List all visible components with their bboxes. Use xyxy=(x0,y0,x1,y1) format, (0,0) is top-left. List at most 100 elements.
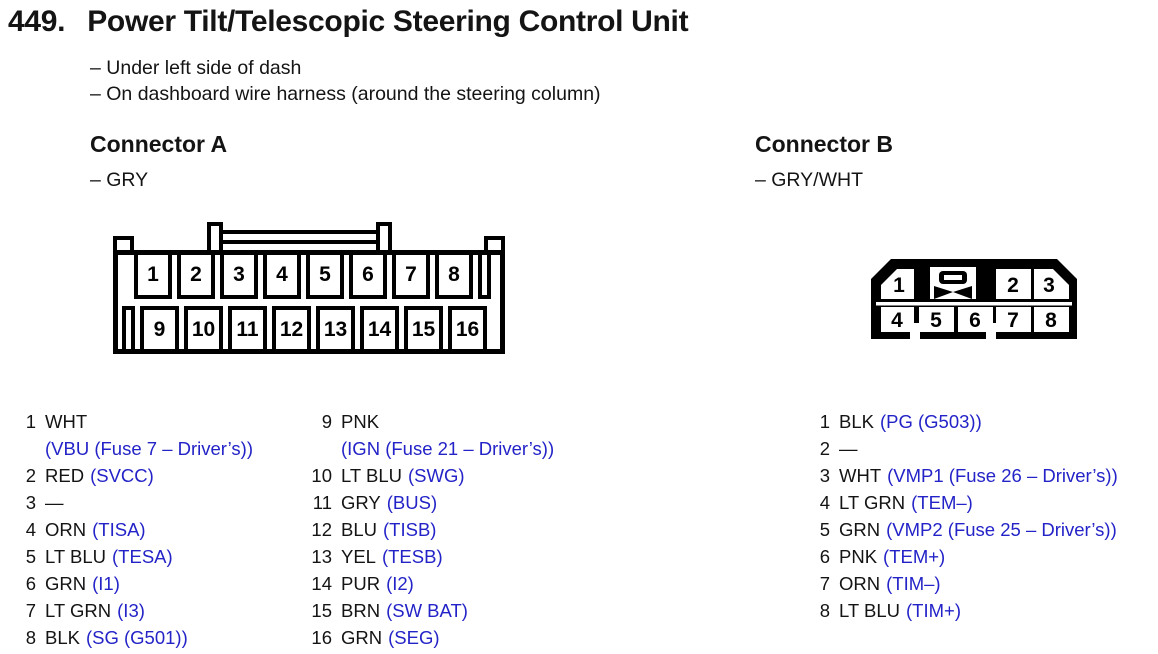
keyway-slot-inner xyxy=(944,275,962,280)
connector-b-housing-color: – GRY/WHT xyxy=(755,169,863,191)
pin-number: 5 xyxy=(819,519,830,540)
connector-a-corner-tab xyxy=(113,236,134,250)
wire-color: PUR xyxy=(341,573,381,594)
signal-name: (TEM+) xyxy=(883,546,946,567)
connector-a-heading-block: Connector A – GRY xyxy=(90,131,227,192)
housing-notch xyxy=(986,323,996,339)
pin-cavity-number: 5 xyxy=(930,309,942,332)
pin-cavity: 10 xyxy=(184,306,223,349)
pin-number: 3 xyxy=(25,492,36,513)
pin-cavity: 14 xyxy=(360,306,399,349)
pin-cavity: 11 xyxy=(228,306,267,349)
pin-number: 15 xyxy=(311,600,332,621)
pin-cavity-number: 3 xyxy=(1043,274,1055,297)
wire-color: LT BLU xyxy=(341,465,403,486)
pin-number: 7 xyxy=(819,573,830,594)
pin-row: 5 GRN(VMP2 (Fuse 25 – Driver’s)) xyxy=(816,516,1118,543)
pin-number: 4 xyxy=(25,519,36,540)
signal-name: (TIM+) xyxy=(906,600,961,621)
pin-number: 7 xyxy=(25,600,36,621)
signal-name: (TEM–) xyxy=(911,492,973,513)
signal-name: (TISA) xyxy=(92,519,146,540)
pin-row: 3— xyxy=(22,489,253,516)
pin-cavity xyxy=(919,307,954,332)
connector-b-row-divider xyxy=(876,302,1072,306)
pin-number: 10 xyxy=(311,465,332,486)
pin-cavity xyxy=(996,269,1031,299)
pin-row: 6 PNK(TEM+) xyxy=(816,543,1118,570)
wire-color: GRN xyxy=(839,519,881,540)
connector-b-diagram: 1 2 3 4 5 6 7 8 xyxy=(871,259,1077,339)
pin-cavity: 6 xyxy=(349,255,387,299)
pin-number: 3 xyxy=(819,465,830,486)
signal-name: (TISB) xyxy=(383,519,437,540)
pin-number: 1 xyxy=(819,411,830,432)
pin-cavity: 15 xyxy=(404,306,443,349)
connector-a-lock-post xyxy=(207,222,223,250)
wire-color: BLU xyxy=(341,519,377,540)
pin-number: 5 xyxy=(25,546,36,567)
wire-color: ORN xyxy=(839,573,881,594)
pin-cavity xyxy=(881,269,914,299)
pin-number: 13 xyxy=(311,546,332,567)
connector-a-corner-tab xyxy=(484,236,505,250)
housing-notch xyxy=(910,323,920,339)
wire-color: — xyxy=(45,492,64,513)
connector-b-heading: Connector B xyxy=(755,131,893,157)
pin-cavity: 1 xyxy=(134,255,172,299)
pin-cavity: 2 xyxy=(177,255,215,299)
pin-number: 14 xyxy=(311,573,332,594)
wire-color: GRY xyxy=(341,492,381,513)
signal-name: (SG (G501)) xyxy=(85,627,188,648)
signal-name: (TESA) xyxy=(112,546,173,567)
connector-a-top-row: 1 2 3 4 5 6 7 8 xyxy=(118,255,500,299)
pin-cavity xyxy=(996,307,1031,332)
pin-number: 6 xyxy=(819,546,830,567)
pin-cavity-number: 7 xyxy=(1007,309,1019,332)
connector-a-housing: 1 2 3 4 5 6 7 8 9 10 11 12 13 14 15 16 xyxy=(113,250,505,354)
connector-a-diagram: 1 2 3 4 5 6 7 8 9 10 11 12 13 14 15 16 xyxy=(113,222,505,354)
wire-color: WHT xyxy=(45,411,88,432)
blank-cavity xyxy=(122,306,135,349)
pin-row: 2— xyxy=(816,435,1118,462)
location-note: – On dashboard wire harness (around the … xyxy=(90,83,601,105)
wire-color: — xyxy=(839,438,858,459)
pin-row: 7 ORN(TIM–) xyxy=(816,570,1118,597)
wire-color: PNK xyxy=(839,546,878,567)
wire-color: YEL xyxy=(341,546,376,567)
blank-cavity xyxy=(478,255,491,299)
pin-cavity: 12 xyxy=(272,306,311,349)
pin-row: 13 YEL(TESB) xyxy=(306,543,554,570)
signal-name: (TESB) xyxy=(381,546,443,567)
wire-color: BLK xyxy=(839,411,874,432)
signal-name: (I1) xyxy=(92,573,120,594)
pin-cavity-number: 6 xyxy=(969,309,981,332)
connector-a-lock-bar xyxy=(214,230,385,244)
wire-color: BLK xyxy=(45,627,80,648)
signal-name: (TIM–) xyxy=(886,573,941,594)
pin-number: 11 xyxy=(312,492,332,513)
pin-cavity: 4 xyxy=(263,255,301,299)
wire-color: ORN xyxy=(45,519,87,540)
wire-color: LT GRN xyxy=(45,600,112,621)
signal-name: (SW BAT) xyxy=(386,600,468,621)
signal-name: (VMP2 (Fuse 25 – Driver’s)) xyxy=(886,519,1117,540)
signal-name-wrapped: (VBU (Fuse 7 – Driver’s)) xyxy=(45,438,253,459)
page-title-text: Power Tilt/Telescopic Steering Control U… xyxy=(87,5,689,38)
signal-name: (SVCC) xyxy=(90,465,154,486)
pin-cavity: 8 xyxy=(435,255,473,299)
pin-number: 4 xyxy=(819,492,830,513)
